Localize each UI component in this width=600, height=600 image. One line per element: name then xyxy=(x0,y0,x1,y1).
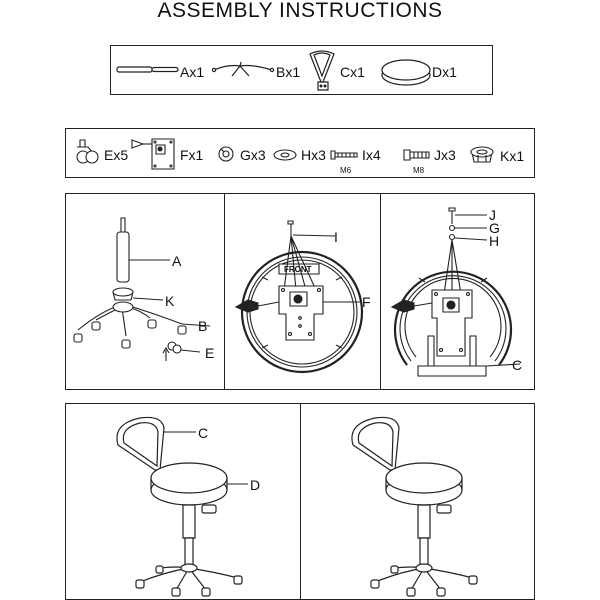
part-k-bushing-icon xyxy=(471,147,493,162)
step-4-chair-drawing xyxy=(117,417,242,596)
step-2-front-label: FRONT xyxy=(284,265,312,274)
part-e-label: Ex5 xyxy=(104,147,129,163)
step-1-callout-b: B xyxy=(198,318,208,334)
part-f-mechanism-icon xyxy=(132,139,174,169)
step-4-callout-c: C xyxy=(198,425,209,441)
part-g-washer-icon xyxy=(219,147,233,161)
part-i-bolt-icon xyxy=(331,151,357,159)
step-3-callout-g: G xyxy=(489,220,500,236)
step-2-drawing xyxy=(236,221,362,372)
part-b-label: Bx1 xyxy=(276,64,301,80)
step-3-callout-c: C xyxy=(512,357,523,373)
part-a-label: Ax1 xyxy=(180,64,205,80)
part-e-caster-icon xyxy=(77,140,98,163)
step-1-drawing xyxy=(74,218,210,361)
step-3-callout-j: J xyxy=(489,207,496,223)
parts-list-hardware xyxy=(65,128,535,178)
part-f-label: Fx1 xyxy=(180,147,204,163)
step-3-callout-h: H xyxy=(489,233,500,249)
step-1-callout-k: K xyxy=(165,293,175,309)
part-d-seat-icon xyxy=(382,60,430,85)
part-i-size: M6 xyxy=(340,166,352,175)
part-j-bolt-icon xyxy=(404,150,429,160)
step-4-callout-d: D xyxy=(250,477,261,493)
step-1-callout-a: A xyxy=(172,253,182,269)
part-k-label: Kx1 xyxy=(500,148,525,164)
step-5-chair-drawing xyxy=(352,417,477,596)
step-1-callout-e: E xyxy=(205,345,215,361)
part-g-label: Gx3 xyxy=(240,147,266,163)
part-i-label: Ix4 xyxy=(362,147,381,163)
part-j-size: M8 xyxy=(413,166,425,175)
part-h-label: Hx3 xyxy=(301,147,326,163)
step-2-callout-f: F xyxy=(362,294,371,310)
part-c-label: Cx1 xyxy=(340,64,365,80)
page-title: ASSEMBLY INSTRUCTIONS xyxy=(157,0,443,22)
step-3-drawing xyxy=(392,208,520,376)
part-c-backrest-icon xyxy=(310,51,334,90)
part-j-label: Jx3 xyxy=(434,147,456,163)
part-d-label: Dx1 xyxy=(432,64,457,80)
step-2-callout-i: I xyxy=(334,229,338,245)
part-h-washer-icon xyxy=(274,150,296,160)
part-b-base-icon xyxy=(212,62,273,76)
parts-list-main xyxy=(110,45,493,95)
part-a-gas-lift-icon xyxy=(117,67,178,72)
step-3-panel xyxy=(380,193,535,390)
